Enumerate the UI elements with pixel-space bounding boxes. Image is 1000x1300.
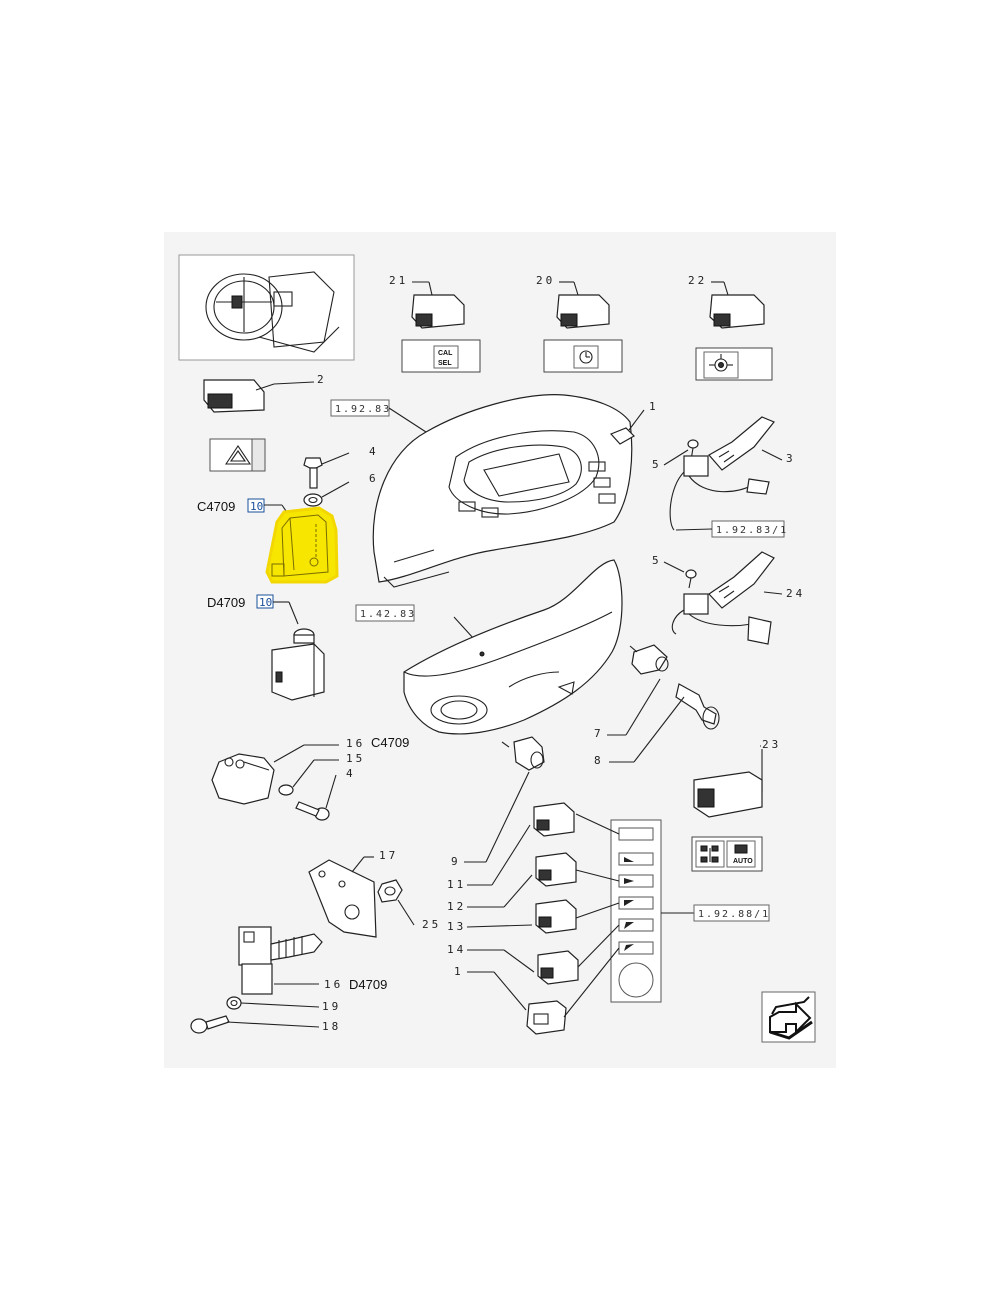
part-number-25: 25 [422, 918, 441, 931]
cal-sel-badge-top: CAL [438, 350, 453, 357]
part-number-16-top: 16 [346, 737, 365, 750]
washer-part-15: 15 [278, 752, 365, 796]
reference-1-42-83: 1.42.83 [355, 604, 485, 651]
diagram-sheet: 2 21 CAL SEL 20 22 [164, 232, 836, 1068]
part-number-1-top: 1 [649, 400, 659, 413]
screw-part-5-top: 5 [652, 439, 699, 471]
reference-label-1-42-83: 1.42.83 [360, 609, 416, 620]
rocker-switch-part-11: 11 [447, 802, 575, 891]
next-page-arrow-icon[interactable] [761, 991, 816, 1043]
part-number-2: 2 [317, 373, 327, 386]
lever-switch-part-24: 24 [671, 551, 805, 645]
screw-part-4-bottom: 4 [295, 767, 356, 821]
highlighted-part-c4709 [265, 506, 339, 584]
part-number-1-bottom: 1 [454, 965, 464, 978]
c4709-code-mid: C4709 [371, 735, 409, 750]
part-number-12: 12 [447, 900, 466, 913]
part-number-5-bottom: 5 [652, 554, 662, 567]
quantity-c4709-top: 10 [250, 500, 263, 513]
screw-part-5-bottom: 5 [652, 554, 697, 589]
part-number-9: 9 [451, 855, 461, 868]
switch-part-23: 23 AUTO [691, 738, 781, 872]
reference-1-92-88-1: 1.92.88/1 [693, 904, 770, 922]
part-number-4-top: 4 [369, 445, 379, 458]
part-number-8: 8 [594, 754, 604, 767]
code-d4709-top: D4709 [207, 595, 245, 610]
key-part-8: 8 [594, 683, 720, 767]
reference-label-1-92-83: 1.92.83 [335, 404, 391, 415]
part-number-7: 7 [594, 727, 604, 740]
reference-label-1-92-83-1: 1.92.83/1 [716, 525, 788, 536]
part-number-18: 18 [322, 1020, 341, 1033]
part-number-16-bottom: 16 [324, 978, 343, 991]
switch-part-21: 21 CAL SEL [389, 274, 481, 373]
part-number-17: 17 [379, 849, 398, 862]
hazard-switch-part-2: 2 [203, 373, 327, 472]
part-number-5-top: 5 [652, 458, 662, 471]
part-number-19: 19 [322, 1000, 341, 1013]
switch-part-20: 20 [536, 274, 623, 373]
switch-assembly-part-16-bottom: 16 D4709 [238, 926, 387, 995]
washer-part-19: 19 [226, 996, 341, 1013]
part-number-14: 14 [447, 943, 466, 956]
rocker-switch-part-14: 14 [447, 943, 579, 985]
reference-label-1-92-88-1: 1.92.88/1 [698, 909, 770, 920]
cal-sel-badge-bottom: SEL [438, 360, 452, 367]
d4709-code-top: D4709 10 [207, 594, 299, 625]
auto-badge: AUTO [733, 858, 753, 865]
part-number-20: 20 [536, 274, 555, 287]
code-c4709-mid: C4709 [371, 735, 409, 750]
indicator-lamp-part-1: 1 [609, 400, 659, 445]
nut-part-25: 25 [377, 879, 441, 931]
screw-part-18: 18 [190, 1015, 341, 1034]
code-d4709-bottom: D4709 [349, 977, 387, 992]
washer-part-6: 6 [303, 472, 379, 507]
part-number-11: 11 [447, 878, 466, 891]
lower-dashboard-cover [403, 559, 623, 735]
part-number-23: 23 [762, 738, 781, 751]
reference-1-92-83-1: 1.92.83/1 [675, 520, 788, 538]
rocker-switch-part-12: 12 [447, 852, 577, 913]
switch-part-22: 22 [688, 274, 773, 381]
part-number-13: 13 [447, 920, 466, 933]
lever-switch-part-3: 3 [669, 416, 796, 531]
upper-dashboard-cover [372, 394, 633, 588]
ignition-switch-part-7: 7 [594, 644, 669, 740]
part-number-15: 15 [346, 752, 365, 765]
switch-assembly-part-16-top: 16 [211, 737, 365, 805]
screw-part-4-top: 4 [303, 445, 379, 489]
part-number-24: 24 [786, 587, 805, 600]
pressure-switch-d4709 [271, 628, 325, 701]
c4709-code-top: C4709 10 [197, 498, 293, 521]
quantity-d4709-top: 10 [259, 596, 272, 609]
bracket-part-17: 17 [308, 849, 398, 938]
symbol-panel [563, 813, 694, 1018]
reference-1-92-83: 1.92.83 [330, 399, 427, 433]
blank-cover-part-1: 1 [454, 965, 567, 1035]
parts-diagram: 2 21 CAL SEL 20 22 [178, 254, 816, 1043]
part-number-22: 22 [688, 274, 707, 287]
rocker-switch-part-13: 13 [447, 899, 577, 934]
code-c4709-top: C4709 [197, 499, 235, 514]
part-number-21: 21 [389, 274, 408, 287]
lighter-part-9: 9 [451, 736, 545, 868]
dashboard-thumbnail [178, 254, 355, 361]
part-number-3: 3 [786, 452, 796, 465]
part-number-6: 6 [369, 472, 379, 485]
part-number-4-bottom: 4 [346, 767, 356, 780]
